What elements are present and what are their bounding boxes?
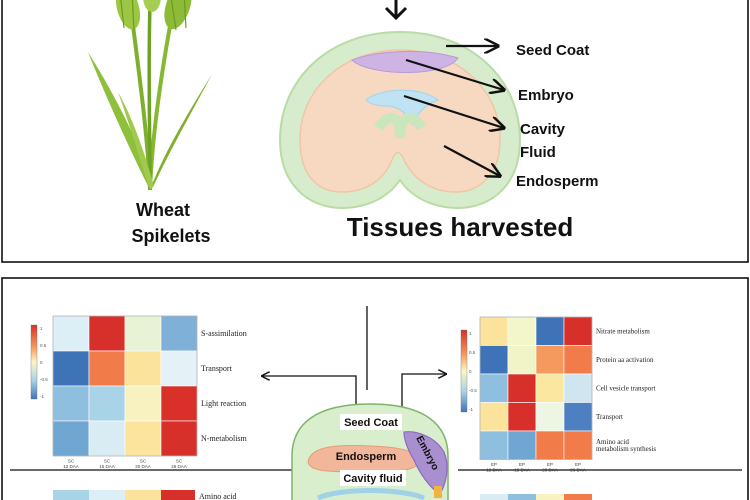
left-heatmap-cell xyxy=(160,315,198,352)
right-heatmap-cell xyxy=(563,430,593,460)
right-cbar-tick: 0.5 xyxy=(469,350,476,355)
bottom-panel-border xyxy=(1,277,749,500)
right-heatmap-cell xyxy=(535,373,565,403)
wheat-label-line2: Spikelets xyxy=(131,226,210,246)
seed-cross-section xyxy=(278,30,522,210)
left-heatmap-cell xyxy=(124,420,162,457)
right-heatmap-cell xyxy=(535,430,565,460)
left-heatmap-row-label: N-metabolism xyxy=(201,434,248,443)
left-heatmap-cell xyxy=(88,350,126,387)
left-cbar-tick: 0.5 xyxy=(40,343,47,348)
bottom-seed-diagram: Seed Coat Endosperm Embryo Cavity fluid xyxy=(291,403,449,500)
right-heatmap-cell xyxy=(535,316,565,346)
wheat-plant-icon xyxy=(88,0,212,191)
left-heatmap-cell xyxy=(160,420,198,457)
bottom-label-cavity-fluid: Cavity fluid xyxy=(343,473,402,485)
right-heatmap-cell xyxy=(563,345,593,375)
left-heatmap-cell xyxy=(124,315,162,352)
label-seed-coat: Seed Coat xyxy=(516,42,589,59)
lower-right-heatmap-partial xyxy=(480,494,592,500)
right-heatmap-cell xyxy=(479,430,509,460)
right-heatmap-cell xyxy=(563,373,593,403)
left-heatmap-cell xyxy=(124,385,162,422)
right-heatmap-cell xyxy=(563,402,593,432)
down-arrow-icon xyxy=(384,0,408,21)
left-heatmap-cell xyxy=(52,385,90,422)
top-panel-border xyxy=(1,0,749,263)
left-heatmap-cell xyxy=(88,385,126,422)
left-heatmap-cell xyxy=(52,420,90,457)
cavity-shape xyxy=(365,89,440,126)
left-cbar-tick: 1 xyxy=(40,326,43,331)
left-heatmap-cell xyxy=(124,350,162,387)
left-heatmap-cell xyxy=(52,315,90,352)
left-heatmap-row-label: Light reaction xyxy=(201,399,246,408)
right-cbar-tick: 0 xyxy=(469,369,472,374)
right-heatmap-cell xyxy=(479,345,509,375)
left-cbar-tick: -0.5 xyxy=(40,377,48,382)
left-heatmap-cell xyxy=(88,315,126,352)
right-heatmap-row-label: Protein aa activation xyxy=(596,356,654,364)
left-heatmap-frame xyxy=(52,315,198,457)
right-heatmap-cell xyxy=(479,316,509,346)
right-heatmap-frame xyxy=(479,316,593,460)
label-embryo: Embryo xyxy=(518,87,574,104)
top-title: Tissues harvested xyxy=(347,212,573,242)
right-colorbar-ticks: 1 0.5 0 -0.5 -1 xyxy=(469,331,477,412)
left-heatmap-cell xyxy=(160,385,198,422)
label-fluid: Fluid xyxy=(520,144,556,161)
right-heatmap-cell xyxy=(479,373,509,403)
right-heatmap-cell xyxy=(563,316,593,346)
right-heatmap-cell xyxy=(535,345,565,375)
right-heatmap-row-label: Nitrate metabolism xyxy=(596,328,650,336)
lower-left-row-label: Amino acid xyxy=(199,492,237,500)
right-heatmap-row-label: Cell vesicle transport xyxy=(596,385,656,393)
right-heatmap-cell xyxy=(479,402,509,432)
left-heatmap-row-label: S-assimilation xyxy=(201,329,247,338)
left-heatmap-cell xyxy=(52,350,90,387)
right-heatmap-cell xyxy=(507,402,537,432)
right-heatmap-cell xyxy=(535,402,565,432)
right-heatmap-cell xyxy=(507,345,537,375)
bottom-connectors xyxy=(10,306,742,471)
bottom-label-endosperm: Endosperm xyxy=(336,451,397,463)
label-cavity: Cavity xyxy=(520,121,566,138)
left-heatmap-cell xyxy=(160,350,198,387)
right-heatmap-cell xyxy=(507,316,537,346)
left-heatmap-row-label: Transport xyxy=(201,364,233,373)
right-cbar-tick: 1 xyxy=(469,331,472,336)
lower-left-heatmap-partial: Amino acid xyxy=(53,490,237,500)
wheat-label-line1: Wheat xyxy=(136,200,190,220)
right-heatmap-cell xyxy=(507,373,537,403)
right-cbar-tick: -0.5 xyxy=(469,388,477,393)
label-endosperm: Endosperm xyxy=(516,173,599,190)
left-cbar-tick: 0 xyxy=(40,360,43,365)
right-heatmap-cell xyxy=(507,430,537,460)
left-colorbar xyxy=(30,324,38,400)
right-colorbar xyxy=(460,329,468,413)
left-heatmap-cell xyxy=(88,420,126,457)
bottom-label-seed-coat: Seed Coat xyxy=(344,417,398,429)
right-cbar-tick: -1 xyxy=(469,407,473,412)
left-cbar-tick: -1 xyxy=(40,394,44,399)
right-heatmap-row-label: Transport xyxy=(596,413,623,421)
left-colorbar-ticks: 1 0.5 0 -0.5 -1 xyxy=(40,326,48,399)
